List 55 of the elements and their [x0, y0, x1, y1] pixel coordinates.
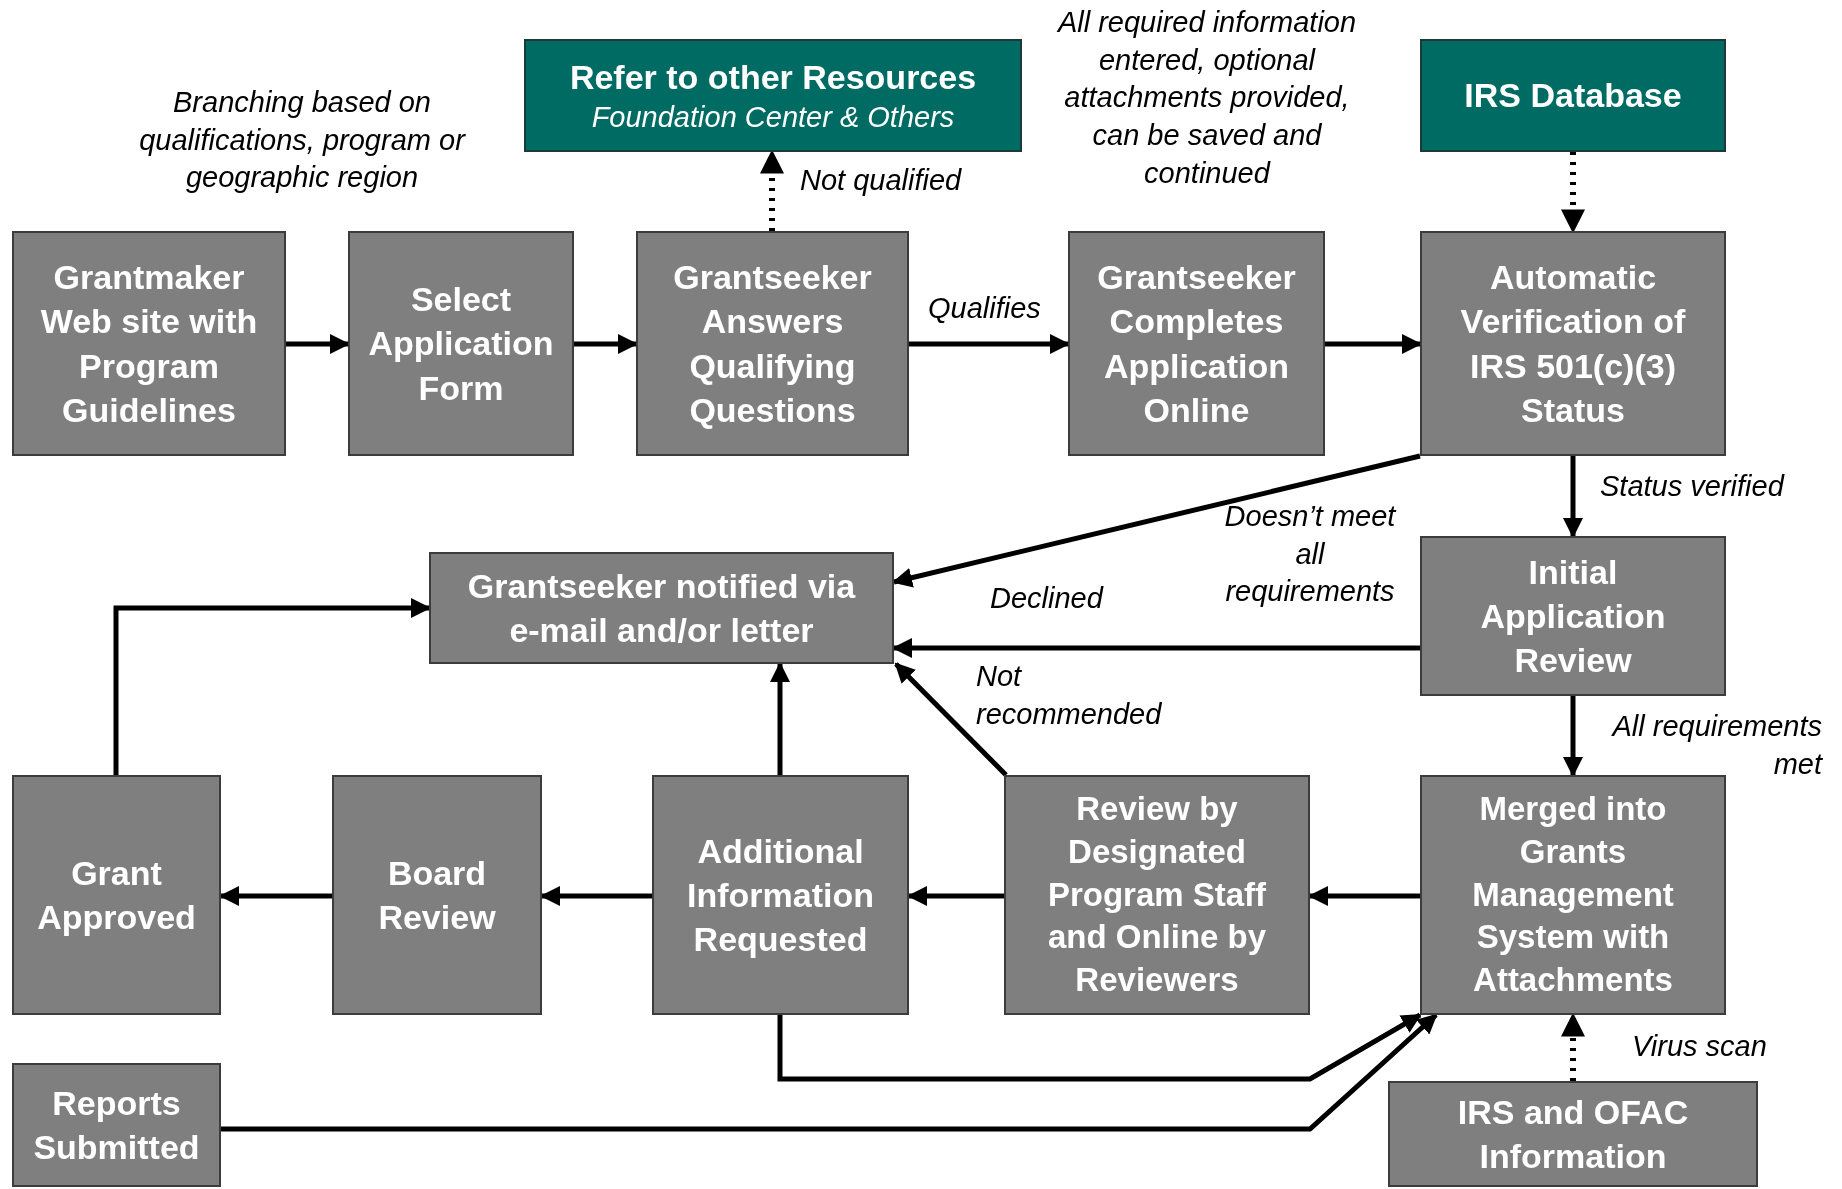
- arrow: [909, 334, 1070, 354]
- resource-box: [1420, 39, 1726, 152]
- box-title: Grantseeker Answers Qualifying Questions: [672, 257, 873, 431]
- process-box: [652, 775, 909, 1015]
- process-box: [636, 231, 909, 456]
- process-box: [1420, 231, 1726, 456]
- arrow: [574, 334, 638, 354]
- arrow: [221, 1013, 1438, 1132]
- arrow: [777, 1012, 1422, 1082]
- box-subtitle: Foundation Center & Others: [591, 100, 955, 136]
- arrow: [894, 662, 1008, 777]
- arrow: [1561, 152, 1585, 234]
- edge-label: Not recommended: [976, 659, 1163, 732]
- box-title: Review by Designated Program Staff and Online by Reviewers: [1046, 788, 1268, 1001]
- edge-label: Declined: [990, 581, 1105, 616]
- box-title: IRS and OFAC Information: [1456, 1091, 1690, 1177]
- box-title: Initial Application Review: [1479, 551, 1667, 682]
- resource-box: [524, 39, 1022, 152]
- edge-label: All requirements met: [1610, 709, 1822, 782]
- process-box: [1420, 775, 1726, 1015]
- box-title: Grantseeker Completes Application Online: [1096, 257, 1297, 431]
- box-title: IRS Database: [1464, 75, 1682, 117]
- process-box: [1420, 536, 1726, 696]
- box-title: Select Application Form: [367, 279, 555, 409]
- box-title: Grantmaker Web site with Program Guidelines: [39, 257, 259, 431]
- edge-label: Not qualified: [800, 163, 963, 198]
- process-box: [1388, 1081, 1758, 1187]
- process-box: [429, 552, 894, 664]
- arrow: [1563, 456, 1583, 538]
- process-box: [12, 1063, 221, 1187]
- box-title: Grant Approved: [36, 852, 197, 938]
- box-title: Merged into Grants Management System with Attachments: [1471, 788, 1675, 1001]
- annotation-text: All required information entered, optional attachments provided, can be saved and continued: [1056, 5, 1358, 191]
- process-box: [1068, 231, 1325, 456]
- edge-label: Qualifies: [928, 291, 1042, 326]
- edge-label: Status verified: [1600, 469, 1786, 504]
- process-box: [1004, 775, 1310, 1015]
- box-title: Refer to other Resources: [569, 57, 977, 99]
- box-title: Board Review: [377, 852, 497, 938]
- edge-label: Virus scan: [1632, 1029, 1768, 1064]
- box-title: Automatic Verification of IRS 501(c)(3) Status: [1459, 257, 1687, 431]
- box-title: Reports Submitted: [32, 1082, 201, 1168]
- process-box: [348, 231, 574, 456]
- arrow: [1325, 334, 1422, 354]
- box-title: Grantseeker notified via e-mail and/or letter: [466, 565, 857, 651]
- annotation-text: Branching based on qualifications, program or geographic region: [138, 85, 467, 196]
- arrow: [286, 334, 350, 354]
- box-title: Additional Information Requested: [686, 830, 875, 961]
- process-box: [12, 775, 221, 1015]
- edge-label: Doesn’t meet all requirements: [1223, 499, 1398, 610]
- arrow: [770, 662, 790, 775]
- arrow: [113, 598, 431, 775]
- process-box: [12, 231, 286, 456]
- arrow: [1563, 696, 1583, 777]
- process-box: [332, 775, 542, 1015]
